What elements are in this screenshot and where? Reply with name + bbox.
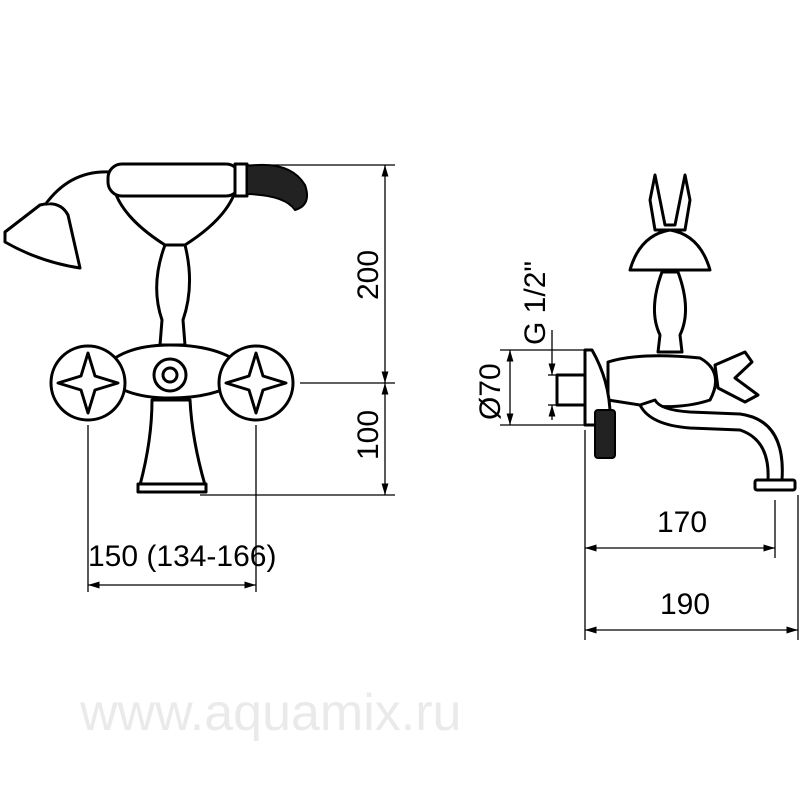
dim-height-upper: 200 bbox=[352, 250, 385, 300]
side-handset bbox=[648, 173, 692, 232]
dim-total-projection: 190 bbox=[660, 588, 710, 621]
dim-thread: G 1/2" bbox=[519, 261, 552, 345]
side-cradle-cup bbox=[628, 228, 712, 272]
dim-flange-diameter: Ø70 bbox=[474, 363, 507, 420]
spout bbox=[638, 398, 784, 482]
side-stem bbox=[652, 270, 688, 354]
side-view-faucet bbox=[555, 173, 797, 492]
side-body bbox=[606, 354, 718, 409]
front-view-faucet bbox=[3, 162, 308, 494]
side-fitting bbox=[594, 409, 616, 459]
base bbox=[136, 482, 208, 494]
inlet-thread bbox=[555, 373, 587, 407]
front-dimensions: 200 100 150 (134-166) bbox=[87, 164, 395, 592]
aerator bbox=[753, 478, 797, 492]
dim-width: 150 (134-166) bbox=[88, 540, 276, 573]
lower-body bbox=[138, 398, 207, 487]
handset-grip bbox=[246, 163, 308, 212]
handset-body bbox=[106, 162, 242, 198]
watermark: www.aquamix.ru bbox=[79, 684, 461, 742]
shower-hose bbox=[43, 170, 111, 206]
side-dimensions: Ø70 G 1/2" 170 190 bbox=[474, 261, 799, 640]
dim-height-lower: 100 bbox=[352, 410, 385, 460]
baluster-stem bbox=[155, 243, 192, 347]
shower-head bbox=[3, 202, 82, 270]
dim-spout-projection: 170 bbox=[657, 506, 707, 539]
side-handle-cross bbox=[713, 350, 760, 404]
